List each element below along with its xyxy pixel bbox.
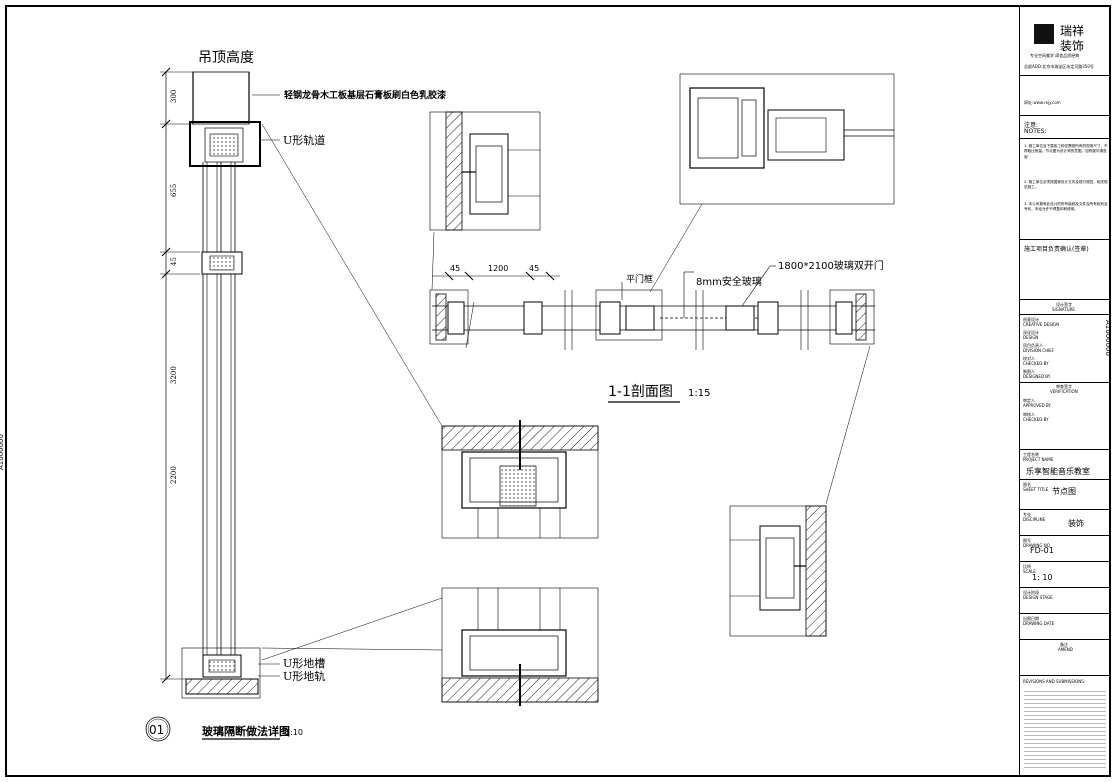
company-name-1: 瑞祥	[1060, 24, 1085, 38]
drawing-no-label-en: DRAWING NO	[1023, 543, 1050, 548]
stage-label: 设计阶段	[1023, 590, 1039, 595]
notes-title-cn: 注意:	[1024, 122, 1039, 129]
role-reviewed-en: CHECKED BY	[1023, 417, 1049, 422]
role-creative-en: CREATIVE DESIGN	[1023, 322, 1060, 327]
dim-300: 300	[170, 90, 178, 103]
remark-label: 备注	[1060, 642, 1068, 647]
role-creative-cn: 创意设计	[1023, 317, 1039, 322]
discipline-label-en: DISCIPLINE	[1023, 517, 1046, 522]
section-scale: 1:15	[688, 388, 710, 399]
stage-section: 设计阶段 DESIGN STAGE	[1020, 588, 1111, 614]
u-floor-groove-label: U形地槽	[283, 657, 325, 670]
sig-header-en: SIGNATURE	[1052, 307, 1075, 312]
dim-45: 45	[170, 257, 178, 266]
role-checked-en: CHECKED BY	[1023, 361, 1049, 366]
section-title: 1-1剖面图	[608, 384, 673, 400]
drawing-no: FD-01	[1030, 546, 1054, 555]
section-dim-45-a: 45	[450, 264, 460, 273]
drawing-no-section: 图号 DRAWING NO FD-01	[1020, 536, 1111, 562]
role-design-cn: 深化设计	[1023, 330, 1039, 335]
confirm-label: 施工项目负责确认(签章)	[1024, 246, 1089, 253]
note-1: 1. 施工单位及下属各工种仅需按所有的现场尺寸，不得取比例量。节点图为设计师的意…	[1024, 144, 1108, 159]
sig-header: 设计签字	[1056, 302, 1072, 307]
partition-elevation: 300 655 45 3200 2200 吊顶高度 轻钢龙骨木工板基层石膏板刷白…	[145, 49, 446, 742]
title-block: 瑞祥 装饰 专业空间美学 缔造品质经典 总部ADD:北京市海淀区永定河路350号…	[1019, 6, 1111, 776]
glass-door-label: 1800*2100玻璃双开门	[778, 259, 884, 272]
ceiling-height-label: 吊顶高度	[198, 49, 254, 66]
website-row: 网址:www.rxjy.com	[1020, 76, 1111, 116]
scale-value: 1: 10	[1032, 573, 1053, 582]
project-name: 乐享智能音乐教室	[1026, 467, 1090, 476]
notes-section: 注意: NOTES: 1. 施工单位及下属各工种仅需按所有的现场尺寸，不得取比例…	[1020, 116, 1111, 240]
u-track-label: U形轨道	[283, 133, 325, 147]
discipline-label: 专业	[1023, 512, 1031, 517]
detail-scale: 1:10	[285, 728, 303, 737]
side-stamp-right: A1000000	[1104, 320, 1112, 356]
detail-number-circle	[145, 716, 171, 742]
sheet-title: 节点图	[1052, 487, 1076, 496]
dim-655: 655	[170, 184, 178, 197]
discipline-value: 装饰	[1068, 519, 1084, 528]
section-1-1: 45 1200 45 平门框 8mm安全玻璃 1800*2100玻	[429, 73, 895, 505]
remark-label-en: AMEND	[1058, 647, 1073, 652]
bottom-track-enlargement	[441, 587, 599, 706]
ceiling-material-note: 轻钢龙骨木工板基层石膏板刷白色乳胶漆	[284, 89, 446, 101]
company-logo-icon	[1034, 24, 1054, 44]
scale-section: 比例 SCALE 1: 10	[1020, 562, 1111, 588]
date-label: 出图日期	[1023, 616, 1039, 621]
sheet-title-label-en: SHEET TITLE	[1023, 487, 1049, 492]
role-chief-cn: 项目负责人	[1023, 343, 1043, 348]
door-frame-label: 平门框	[626, 273, 653, 285]
note-3: 3. 本公司拥有此设计的所有版权及文件及所有权利及专利，未经允许不得复印和使用。	[1024, 202, 1108, 212]
detail-number: 01	[149, 723, 164, 737]
scale-label: 比例	[1023, 564, 1031, 569]
project-label: 工程名称	[1023, 452, 1039, 457]
discipline-section: 专业 DISCIPLINE 装饰	[1020, 510, 1111, 536]
dim-2200: 2200	[170, 466, 178, 484]
u-floor-rail-label: U形地轨	[283, 669, 325, 683]
top-track-enlargement	[441, 420, 599, 539]
remark-section: 备注 AMEND	[1020, 640, 1111, 676]
sheet-border	[5, 5, 1111, 777]
role-approved-cn: 审定人	[1023, 398, 1035, 403]
role-checked-cn: 校对人	[1023, 356, 1035, 361]
company-website: 网址:www.rxjy.com	[1024, 100, 1061, 105]
role-design-en: DESIGN	[1023, 335, 1039, 340]
role-reviewed-cn: 审核人	[1023, 412, 1035, 417]
project-section: 工程名称 PROJECT NAME 乐享智能音乐教室	[1020, 450, 1111, 480]
stage-label-en: DESIGN STAGE	[1023, 595, 1053, 600]
company-address: 总部ADD:北京市海淀区永定河路350号	[1024, 64, 1094, 69]
company-name-2: 装饰	[1060, 39, 1085, 53]
sheet-title-label: 图名	[1023, 482, 1031, 487]
company-slogan: 专业空间美学 缔造品质经典	[1030, 53, 1080, 58]
role-designed-cn: 制图人	[1023, 369, 1035, 374]
dim-3200: 3200	[170, 366, 178, 384]
role-designed-en: DESIGNED BY	[1023, 374, 1051, 379]
notes-title-en: NOTES:	[1024, 128, 1047, 135]
company-header: 瑞祥 装饰 专业空间美学 缔造品质经典 总部ADD:北京市海淀区永定河路350号	[1020, 6, 1111, 76]
date-label-en: DRAWING DATE	[1023, 621, 1055, 626]
role-chief-en: DIVISION CHIEF	[1023, 348, 1055, 353]
drawing-no-label: 图号	[1023, 538, 1031, 543]
right-jamb-enlargement	[729, 505, 827, 637]
project-label-en: PROJECT NAME	[1023, 457, 1054, 462]
section-dim-1200: 1200	[488, 264, 508, 273]
detail-title: 玻璃隔断做法详图	[202, 724, 290, 738]
sheet-title-section: 图名 SHEET TITLE 节点图	[1020, 480, 1111, 510]
scale-label-en: SCALE	[1023, 569, 1036, 574]
side-stamp: A1000000	[0, 434, 5, 470]
signature-section: 设计签字 SIGNATURE 创意设计 CREATIVE DESIGN 深化设计…	[1020, 300, 1111, 450]
role-approved-en: APPROVED BY	[1023, 403, 1052, 408]
note-2: 2. 施工单位必须按国家设计文件及现行规范，相关规范施工。	[1024, 180, 1108, 190]
verify-header-en: VERIFICATION	[1050, 389, 1078, 394]
revisions-label: REVISIONS AND SUBMISSIONS:	[1023, 679, 1086, 684]
verify-header: 审查签字	[1056, 384, 1072, 389]
date-section: 出图日期 DRAWING DATE	[1020, 614, 1111, 640]
confirm-section: 施工项目负责确认(签章)	[1020, 240, 1111, 300]
section-dim-45-b: 45	[529, 264, 539, 273]
revisions-section: REVISIONS AND SUBMISSIONS:	[1020, 676, 1111, 776]
safety-glass-label: 8mm安全玻璃	[696, 275, 762, 288]
